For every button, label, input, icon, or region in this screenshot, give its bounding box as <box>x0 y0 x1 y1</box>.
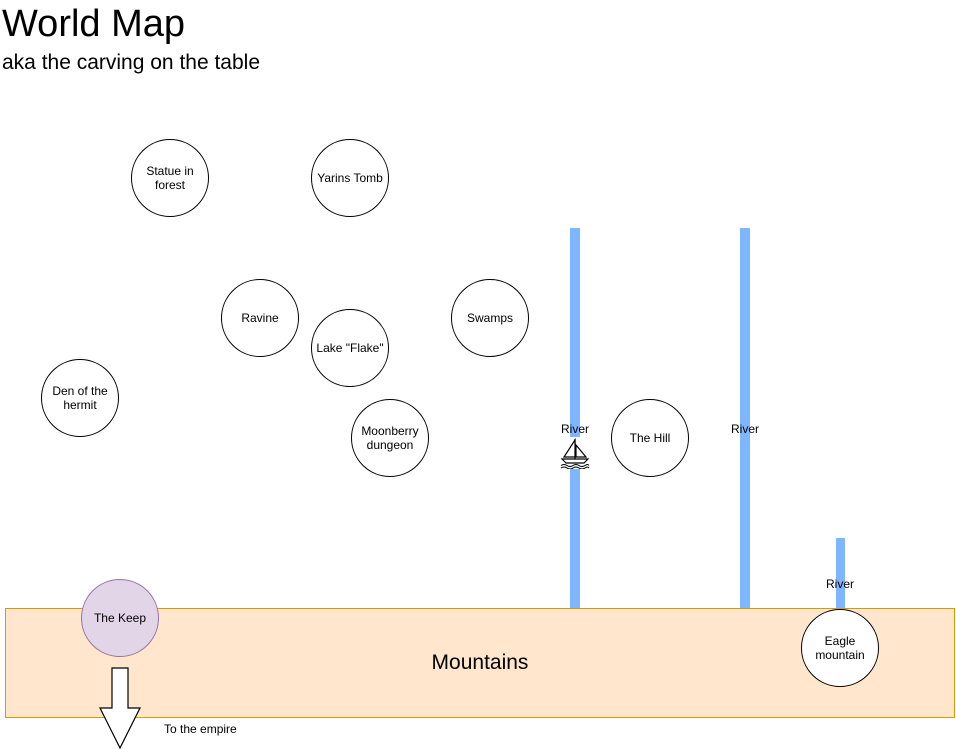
arrow-label: To the empire <box>164 722 237 736</box>
place-ravine[interactable]: Ravine <box>221 279 299 357</box>
river-3 <box>836 538 845 610</box>
place-eagle-mountain[interactable]: Eagle mountain <box>801 609 879 687</box>
down-arrow-icon <box>99 667 141 749</box>
mountains-label: Mountains <box>431 651 529 674</box>
river-1-label: River <box>561 422 590 436</box>
page-title: World Map <box>2 3 186 45</box>
place-moonberry-dungeon[interactable]: Moonberry dungeon <box>351 399 429 477</box>
place-lake-flake[interactable]: Lake "Flake" <box>311 309 389 387</box>
river-3-label: River <box>826 577 855 591</box>
place-swamps[interactable]: Swamps <box>451 279 529 357</box>
place-the-keep[interactable]: The Keep <box>81 579 159 657</box>
place-den-of-the-hermit[interactable]: Den of the hermit <box>41 359 119 437</box>
river-2-label: River <box>731 422 760 436</box>
place-the-hill[interactable]: The Hill <box>611 399 689 477</box>
place-yarins-tomb[interactable]: Yarins Tomb <box>311 139 389 217</box>
mountains-region: Mountains <box>5 608 955 718</box>
place-statue-in-forest[interactable]: Statue in forest <box>131 139 209 217</box>
sailboat-icon <box>560 437 590 469</box>
river-1 <box>570 228 580 608</box>
river-2 <box>740 228 750 608</box>
page-subtitle: aka the carving on the table <box>2 51 261 74</box>
